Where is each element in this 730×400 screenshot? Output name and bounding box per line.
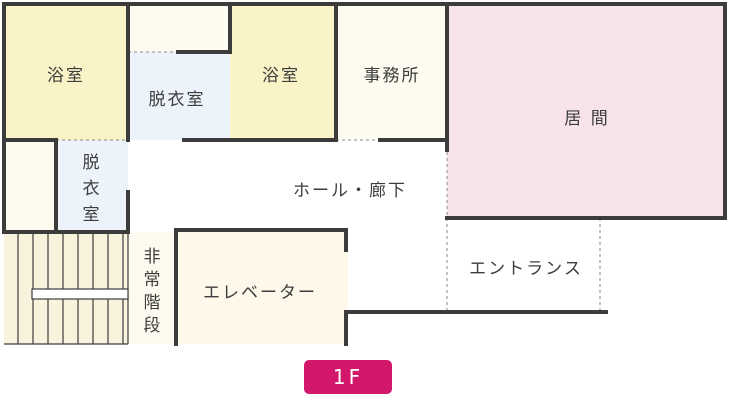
dressing-room-left-char-1: 脱	[83, 153, 100, 173]
stair-handrail	[31, 288, 129, 300]
dressing-room-upper	[128, 52, 230, 140]
emergency-stairs-char-4: 段	[144, 316, 161, 336]
emergency-stairs-area	[128, 232, 176, 344]
emergency-stairs-char-2: 常	[144, 270, 161, 290]
upper-nook	[128, 4, 230, 52]
dressing-room-upper-label: 脱衣室	[149, 90, 206, 110]
storage-nook	[4, 140, 56, 232]
office-room	[336, 4, 447, 140]
bath-room-right-label: 浴室	[262, 66, 300, 86]
dressing-room-left	[56, 140, 128, 232]
entrance-label: エントランス	[469, 259, 583, 279]
dressing-room-left-char-3: 室	[83, 205, 100, 225]
emergency-stairs-char-3: 階	[144, 293, 161, 313]
bath-room-left	[4, 4, 128, 140]
emergency-stairs-char-1: 非	[144, 247, 161, 267]
bath-room-right	[230, 4, 336, 140]
bath-room-left-label: 浴室	[47, 66, 85, 86]
dressing-room-left-char-2: 衣	[83, 179, 100, 199]
walls	[2, 2, 727, 346]
living-room	[447, 4, 725, 218]
stairwell	[4, 232, 128, 344]
dashed-partitions	[56, 51, 601, 312]
elevator-label: エレベーター	[203, 283, 317, 303]
floor-badge: 1F	[304, 360, 392, 394]
office-label: 事務所	[364, 66, 421, 86]
hall-corridor-label: ホール・廊下	[293, 181, 407, 201]
elevator-room	[176, 230, 348, 344]
living-room-label: 居 間	[564, 109, 609, 129]
